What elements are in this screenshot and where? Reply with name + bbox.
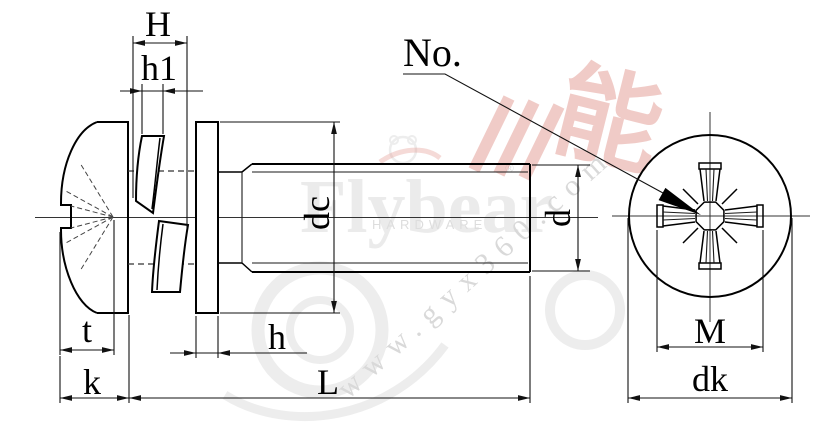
pan-head-side-view xyxy=(60,121,129,314)
dimension-L: L xyxy=(129,276,531,403)
watermark-brand-subtext: HARDWARE xyxy=(372,217,487,232)
thread-chamfer xyxy=(241,163,253,273)
dimension-t: t xyxy=(59,220,115,355)
recess-wing-left xyxy=(656,204,696,228)
flat-washer xyxy=(195,121,219,314)
dimension-d: d xyxy=(532,164,590,272)
watermark-layer: Flybear HARDWARE ® www.gyx360.com 能 xyxy=(222,51,674,422)
watermark-red-swoosh xyxy=(378,147,442,165)
leader-no: No. xyxy=(403,30,701,215)
dim-label-t: t xyxy=(82,310,92,350)
dimension-dk: dk xyxy=(627,218,793,403)
watermark-logo-stroke-1 xyxy=(468,95,515,173)
watermark-blob xyxy=(545,270,625,350)
dim-label-h: h xyxy=(268,317,286,357)
thread-major-diameter xyxy=(252,163,530,273)
dim-label-k: k xyxy=(83,362,101,402)
no-label: No. xyxy=(403,30,462,75)
recess-center-octagon xyxy=(695,201,725,231)
dimension-M: M xyxy=(656,230,764,352)
dim-label-M: M xyxy=(694,311,726,351)
dimensions: H h1 t k h xyxy=(59,4,793,403)
dimension-k: k xyxy=(59,315,130,403)
recess-wing-right xyxy=(724,204,764,228)
dimension-h: h xyxy=(170,316,307,358)
leader-line xyxy=(403,73,664,194)
pozidriv-recess xyxy=(656,162,764,270)
dim-label-L: L xyxy=(317,362,339,402)
recess-wing-top xyxy=(698,162,722,202)
dim-label-dc: dc xyxy=(297,196,337,230)
dim-label-dk: dk xyxy=(692,359,728,399)
dimension-dc: dc xyxy=(220,121,340,314)
dim-label-h1: h1 xyxy=(141,48,177,88)
recess-wing-bottom xyxy=(698,230,722,270)
watermark-gear-inner xyxy=(286,296,354,364)
shank-neck xyxy=(218,171,242,264)
side-view xyxy=(35,121,598,314)
screw-shank xyxy=(218,163,531,273)
watermark-logo-stroke-2 xyxy=(493,99,540,177)
watermark-bear-ear-right xyxy=(407,135,417,145)
head-front-outline xyxy=(628,134,792,298)
watermark-bear-ear-left xyxy=(389,135,399,145)
watermark-swirl xyxy=(222,342,449,422)
front-view xyxy=(612,112,810,322)
watermark-registered-mark: ® xyxy=(505,161,514,175)
dim-label-d: d xyxy=(538,209,578,227)
thread-root-lines xyxy=(252,171,528,264)
dimension-h1: h1 xyxy=(120,48,203,134)
pozidriv-id-ticks xyxy=(682,188,738,244)
leader-arrowhead xyxy=(658,187,701,215)
dimension-H: H xyxy=(132,4,188,228)
watermark-logo-character: 能 xyxy=(543,51,673,190)
cross-recess-hidden-lines xyxy=(63,162,114,272)
spring-washer-top-half xyxy=(134,135,166,215)
watermark-brand-text: Flybear xyxy=(300,165,553,249)
dim-label-H: H xyxy=(145,4,171,44)
spring-washer xyxy=(134,135,190,293)
watermark-gear-circle xyxy=(251,261,389,399)
